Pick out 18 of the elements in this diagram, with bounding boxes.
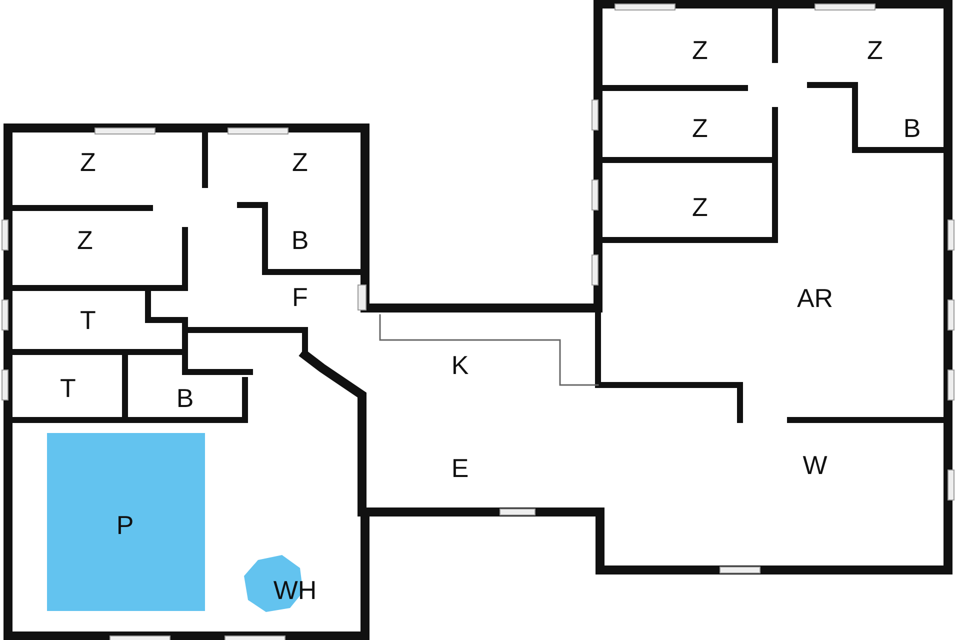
room-label: Z (692, 194, 708, 220)
room-label: T (60, 375, 76, 401)
room-label: P (116, 512, 134, 538)
room-label: E (451, 455, 469, 481)
room-label: Z (77, 227, 93, 253)
room-label: W (802, 452, 828, 478)
room-label: B (291, 227, 309, 253)
room-label: Z (692, 37, 708, 63)
room-label: AR (796, 285, 834, 311)
room-label: B (903, 115, 921, 141)
room-label: T (80, 307, 96, 333)
room-label: Z (80, 149, 96, 175)
room-label: Z (692, 115, 708, 141)
room-label: K (451, 352, 469, 378)
room-label: B (176, 385, 194, 411)
room-label: Z (867, 37, 883, 63)
room-label: F (292, 284, 308, 310)
room-label: Z (292, 149, 308, 175)
